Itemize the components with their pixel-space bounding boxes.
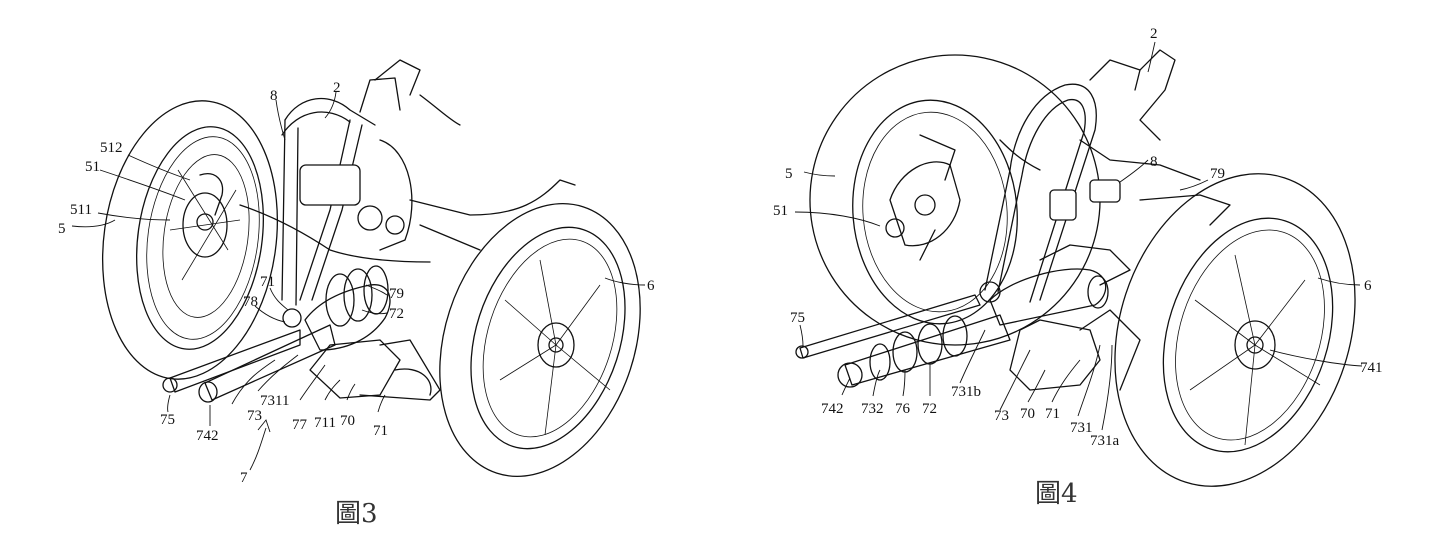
figure-3-drawing — [71, 59, 646, 477]
fig3-right-wheel — [439, 203, 641, 477]
fig4-label-75: 75 — [790, 310, 805, 326]
fig4-caption: 圖4 — [1035, 479, 1078, 509]
fig3-leader-lines — [71, 91, 646, 471]
fig3-label-7: 7 — [240, 470, 248, 486]
fig3-frame — [239, 59, 576, 306]
fig3-label-77: 77 — [292, 417, 308, 433]
fig4-label-731b: 731b — [951, 384, 981, 400]
fig3-label-512: 512 — [100, 140, 123, 156]
fig3-label-71a: 71 — [260, 274, 275, 290]
fig4-label-71: 71 — [1045, 406, 1060, 422]
fig4-label-5: 5 — [785, 166, 793, 182]
fig4-left-wheel — [809, 54, 1101, 346]
fig3-reference-numerals: 2 8 512 51 511 5 71 78 75 742 73 7311 77… — [58, 80, 655, 529]
fig4-label-2: 2 — [1150, 26, 1158, 42]
fig3-label-7311: 7311 — [260, 393, 289, 409]
fig3-label-742: 742 — [196, 428, 219, 444]
fig3-label-8: 8 — [270, 88, 278, 104]
fig4-label-742: 742 — [821, 401, 844, 417]
fig4-label-72: 72 — [922, 401, 937, 417]
fig4-label-73: 73 — [994, 408, 1009, 424]
fig4-label-6: 6 — [1364, 278, 1372, 294]
fig3-caption: 圖3 — [335, 499, 378, 529]
fig3-label-70: 70 — [340, 413, 355, 429]
fig3-label-73: 73 — [247, 408, 262, 424]
fig4-shock-assembly — [795, 244, 1141, 391]
fig4-label-8: 8 — [1150, 154, 1158, 170]
fig4-label-51: 51 — [773, 203, 788, 219]
figure-4-drawing — [794, 41, 1363, 487]
fig4-label-76: 76 — [895, 401, 911, 417]
fig3-label-79: 79 — [389, 286, 404, 302]
fig4-reference-numerals: 2 8 79 5 51 75 742 732 76 72 731b 73 70 … — [773, 26, 1383, 509]
fig3-label-2: 2 — [333, 80, 341, 96]
fig3-left-wheel — [101, 100, 279, 380]
fig4-label-731a: 731a — [1090, 433, 1120, 449]
fig4-label-741: 741 — [1360, 360, 1383, 376]
fig3-label-78: 78 — [243, 294, 258, 310]
fig4-frame — [979, 49, 1231, 303]
fig4-leader-lines — [794, 41, 1363, 431]
fig4-label-79: 79 — [1210, 166, 1225, 182]
fig4-right-wheel — [1114, 173, 1356, 487]
fig3-label-72: 72 — [389, 306, 404, 322]
fig3-label-71b: 71 — [373, 423, 388, 439]
fig3-label-75: 75 — [160, 412, 175, 428]
fig4-label-732: 732 — [861, 401, 884, 417]
fig3-label-51: 51 — [85, 159, 100, 175]
fig3-label-5: 5 — [58, 221, 66, 237]
fig3-shock-assembly — [162, 265, 441, 403]
fig3-label-711: 711 — [314, 415, 336, 431]
fig4-label-731: 731 — [1070, 420, 1093, 436]
fig3-label-6: 6 — [647, 278, 655, 294]
fig4-label-70: 70 — [1020, 406, 1035, 422]
fig3-label-511: 511 — [70, 202, 92, 218]
